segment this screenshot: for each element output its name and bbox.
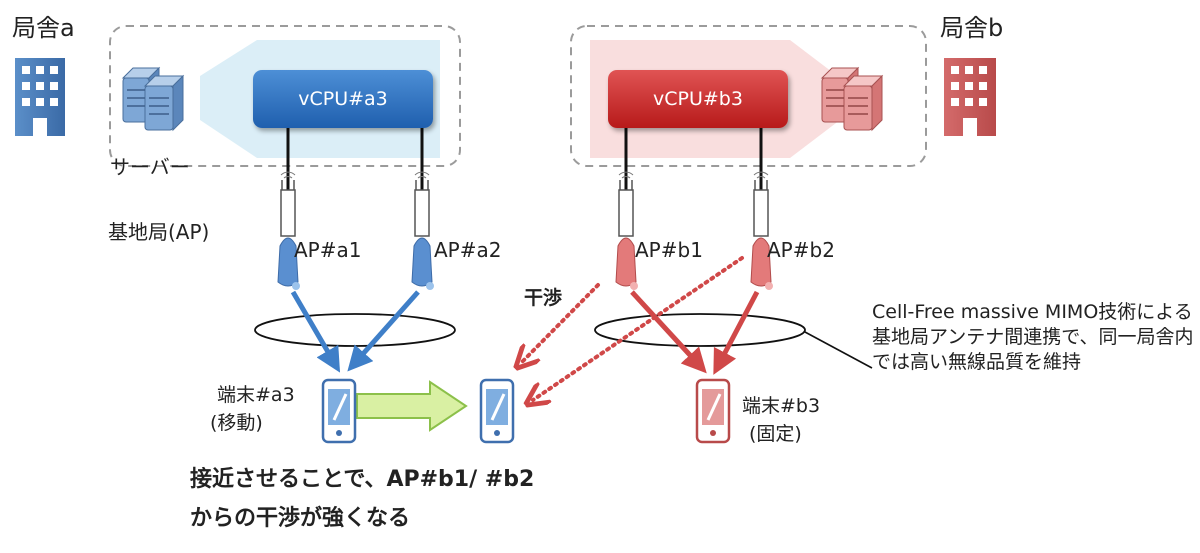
interference-ap-b1	[522, 283, 600, 362]
cooperation-ellipse-b	[594, 313, 806, 347]
office-a-label: 局舎a	[12, 14, 75, 42]
signal-ap-b2-to-terminal-b3	[713, 290, 760, 375]
antenna-icon	[411, 171, 434, 290]
ap-a1-label: AP#a1	[294, 238, 362, 262]
ap-b2-label: AP#b2	[767, 238, 835, 262]
side-note: Cell-Free massive MIMO技術による基地局アンテナ間連携で、同…	[872, 301, 1194, 374]
signal-ap-a1-to-terminal-a3	[290, 290, 341, 373]
antenna-icon	[615, 171, 638, 290]
cooperation-ellipse-a	[254, 313, 456, 347]
bottom-note-line1: 接近させることで、AP#b1/ #b2	[190, 467, 535, 492]
vcpu-a3-box: vCPU#a3	[253, 70, 433, 128]
vcpu-b3-label: vCPU#b3	[653, 88, 743, 110]
antenna-icon	[277, 171, 300, 290]
office-b-enclosure	[570, 25, 927, 167]
base-station-label: 基地局(AP)	[108, 220, 210, 244]
office-a-enclosure	[109, 25, 461, 167]
terminal-a3-state: (移動)	[210, 412, 263, 434]
smartphone-icon	[695, 378, 731, 444]
terminal-b3-state: (固定)	[749, 423, 802, 445]
note-leader-line	[804, 331, 873, 369]
bottom-note-line2: からの干渉が強くなる	[190, 506, 411, 531]
smartphone-icon	[321, 378, 357, 444]
vcpu-b3-box: vCPU#b3	[608, 70, 788, 128]
terminal-b3-name: 端末#b3	[742, 395, 821, 417]
building-icon	[15, 58, 65, 136]
antenna-icon	[750, 171, 773, 290]
ap-b1-label: AP#b1	[635, 238, 703, 262]
vcpu-a3-label: vCPU#a3	[298, 88, 388, 110]
ap-a2-label: AP#a2	[434, 238, 502, 262]
interference-label: 干渉	[524, 287, 563, 309]
server-icon	[121, 66, 185, 132]
office-b-label: 局舎b	[940, 14, 1004, 42]
movement-arrow-icon	[356, 380, 468, 432]
smartphone-icon	[479, 378, 515, 444]
server-label: サーバー	[110, 155, 190, 179]
interference-ap-b2	[533, 256, 744, 400]
signal-ap-b1-to-terminal-b3	[630, 290, 707, 374]
signal-ap-a2-to-terminal-a3	[347, 290, 420, 372]
terminal-a3-name: 端末#a3	[217, 384, 295, 406]
server-icon	[820, 66, 884, 132]
building-icon	[944, 58, 996, 136]
